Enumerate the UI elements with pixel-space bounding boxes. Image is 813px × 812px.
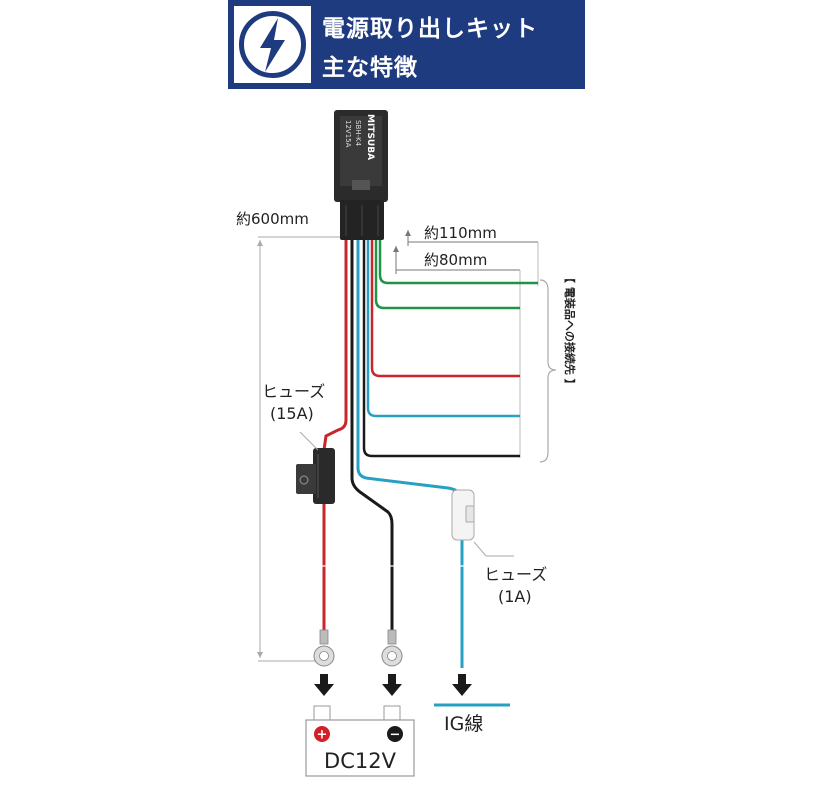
branch-short-length-label: 約80mm (424, 251, 487, 269)
header-title-line-1: 電源取り出しキット (322, 16, 538, 42)
main-fuse-holder (296, 448, 335, 504)
outputs-bracket-label: 【 電装品への接続先 】 (563, 272, 577, 390)
ig-fuse-rating: (1A) (498, 587, 532, 606)
outputs-bracket (539, 279, 557, 463)
main-fuse-leader (299, 431, 319, 451)
module-brand: MITSUBA (365, 114, 375, 160)
ig-fuse-name: ヒューズ (484, 565, 547, 584)
battery-plus-icon: + (314, 726, 330, 743)
battery-label: DC12V (324, 749, 397, 773)
output-wires (362, 238, 538, 458)
header-title-line-2: 主な特徴 (322, 55, 418, 81)
relay-module: MITSUBA SBH-K4 12V15A (334, 110, 388, 240)
ig-fuse-holder (451, 489, 475, 541)
svg-text:−: − (390, 728, 401, 743)
svg-text:+: + (317, 728, 328, 743)
module-model: SBH-K4 (354, 120, 362, 147)
lightning-bolt-icon (239, 11, 306, 78)
input-wires (322, 238, 464, 668)
header-banner: 電源取り出しキット 主な特徴 (228, 0, 585, 89)
branch-long-length-label: 約110mm (424, 224, 497, 242)
arrow-down-icon (314, 674, 472, 696)
ig-line-label: IG線 (444, 713, 483, 735)
ring-terminal-positive (313, 629, 335, 667)
module-rating: 12V15A (344, 120, 352, 148)
total-length-label: 約600mm (236, 210, 309, 228)
total-length-dimension (257, 236, 352, 662)
header-icon-box (234, 6, 311, 83)
ring-terminal-negative (381, 629, 403, 667)
battery-minus-icon: − (387, 726, 403, 743)
main-fuse-rating: (15A) (270, 404, 314, 423)
branch-length-dimensions (393, 230, 539, 458)
main-fuse-name: ヒューズ (262, 382, 325, 401)
ig-fuse-leader (473, 541, 514, 557)
